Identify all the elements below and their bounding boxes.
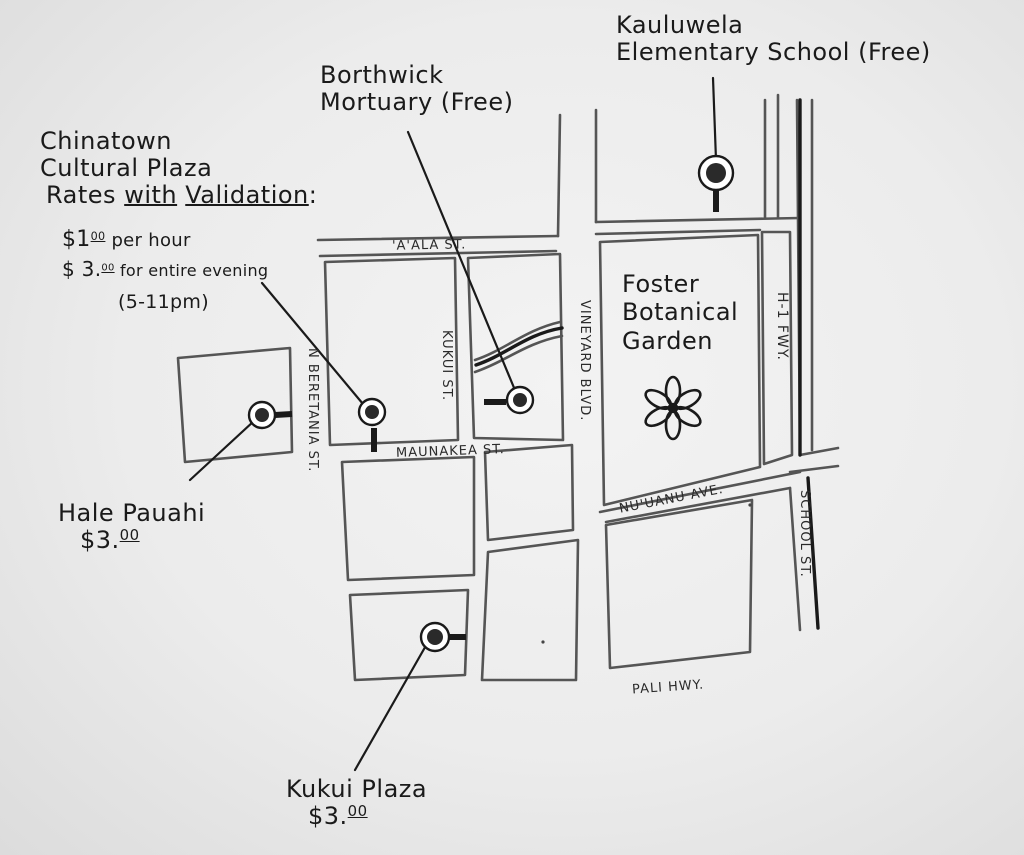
street-school: SCHOOL ST. — [797, 490, 812, 578]
label-chinatown-rates: Rates with Validation: — [46, 180, 318, 209]
label-chinatown-line1: Chinatown — [40, 127, 172, 155]
block-maunakea-west — [340, 455, 476, 582]
label-foster-garden: Foster Botanical Garden — [622, 270, 738, 355]
marker-cultural-plaza[interactable] — [357, 397, 387, 427]
garden-line1: Foster — [622, 270, 700, 298]
block-hale-pauahi — [176, 346, 294, 464]
stream-line-1 — [473, 320, 562, 362]
rate1-cents: 00 — [90, 229, 106, 243]
label-hale-pauahi: Hale Pauahi $3.00 — [58, 500, 205, 554]
label-kukui-plaza-name: Kukui Plaza — [286, 775, 428, 803]
leader-chinatown — [260, 281, 370, 412]
label-kukui-plaza: Kukui Plaza $3.00 — [286, 776, 427, 830]
road-edge-aala-top-east — [594, 216, 802, 224]
label-chinatown-line2: Cultural Plaza — [40, 153, 213, 182]
label-chinatown: Chinatown Cultural Plaza Rates with Vali… — [40, 128, 317, 209]
rate2-amount: $ 3. — [62, 257, 102, 281]
label-hale-pauahi-name: Hale Pauahi — [58, 499, 206, 527]
block-kukui-south — [480, 538, 580, 682]
road-edge-aala-bottom — [318, 249, 558, 258]
strip-h1 — [760, 230, 794, 466]
street-vineyard: VINEYARD BLVD. — [577, 300, 592, 422]
road-edge-aala-top — [316, 234, 560, 242]
marker-kukui-plaza[interactable] — [419, 621, 451, 653]
label-chinatown-hours: (5-11pm) — [118, 291, 209, 313]
stream-line-2 — [473, 334, 564, 374]
rates-word: Rates — [46, 180, 117, 209]
label-kauluwela-line1: Kauluwela — [616, 11, 744, 39]
street-kukui: KUKUI ST. — [439, 330, 454, 402]
label-borthwick: Borthwick Mortuary (Free) — [320, 62, 513, 116]
block-foster-garden — [598, 233, 762, 507]
street-beretania: N BERETANIA ST. — [305, 348, 320, 473]
road-edge-vineyard-north-left — [556, 113, 562, 238]
rate2-cents: 00 — [101, 262, 115, 274]
road-edge-nuuanu-east — [798, 446, 840, 457]
rates-with: with — [124, 180, 178, 209]
block-cultural-plaza — [323, 256, 460, 447]
label-borthwick-line2: Mortuary (Free) — [320, 87, 514, 116]
road-edge-aala-bottom-east — [594, 228, 762, 236]
garden-line3: Garden — [622, 326, 713, 355]
rate1-amount: $1 — [62, 227, 91, 252]
road-school-bold — [806, 476, 820, 630]
rate2-desc: for entire evening — [119, 261, 269, 280]
stray-dot — [748, 503, 752, 507]
rates-validation: Validation — [185, 180, 309, 209]
label-kukui-plaza-price-wrap: $3.00 — [308, 803, 427, 830]
block-maunakea-east — [483, 443, 575, 542]
road-edge-nuuanu-east2 — [788, 464, 840, 474]
block-kukui-plaza — [348, 588, 470, 682]
stream-bold — [474, 326, 564, 367]
leader-borthwick — [406, 130, 519, 397]
label-hale-pauahi-price-wrap: $3.00 — [80, 527, 205, 554]
road-edge-nuuanu-top — [598, 470, 802, 514]
entrance-hale-pauahi — [274, 411, 293, 418]
label-kukui-plaza-price: $3. — [308, 802, 348, 831]
stray-dot — [541, 640, 545, 644]
label-chinatown-rate2: $ 3.00 for entire evening — [62, 258, 268, 280]
garden-line2: Botanical — [622, 298, 739, 327]
block-pali-nuuanu — [604, 498, 754, 670]
label-kukui-plaza-cents: 00 — [347, 801, 368, 820]
rates-colon: : — [308, 180, 318, 209]
leader-kukui-plaza — [353, 633, 434, 772]
block-kukui-aala — [466, 252, 565, 442]
street-aala: 'A'ALA ST. — [391, 237, 467, 254]
leader-kauluwela — [711, 76, 718, 162]
label-kauluwela: Kauluwela Elementary School (Free) — [616, 12, 931, 66]
street-h1: H-1 FWY. — [774, 292, 790, 361]
flower-icon — [644, 375, 702, 441]
marker-hale-pauahi[interactable] — [247, 400, 277, 430]
leader-hale-pauahi — [188, 418, 257, 482]
label-hale-pauahi-cents: 00 — [119, 525, 140, 544]
label-borthwick-line1: Borthwick — [320, 61, 444, 89]
road-edge-school-left — [788, 486, 802, 632]
road-edge-nuuanu-bottom — [604, 486, 792, 524]
rate1-desc: per hour — [111, 230, 191, 251]
marker-borthwick[interactable] — [505, 385, 535, 415]
label-kauluwela-line2: Elementary School (Free) — [616, 37, 931, 66]
label-hale-pauahi-price: $3. — [80, 526, 120, 555]
marker-kauluwela[interactable] — [697, 154, 735, 192]
label-chinatown-rate1: $100 per hour — [62, 227, 191, 253]
